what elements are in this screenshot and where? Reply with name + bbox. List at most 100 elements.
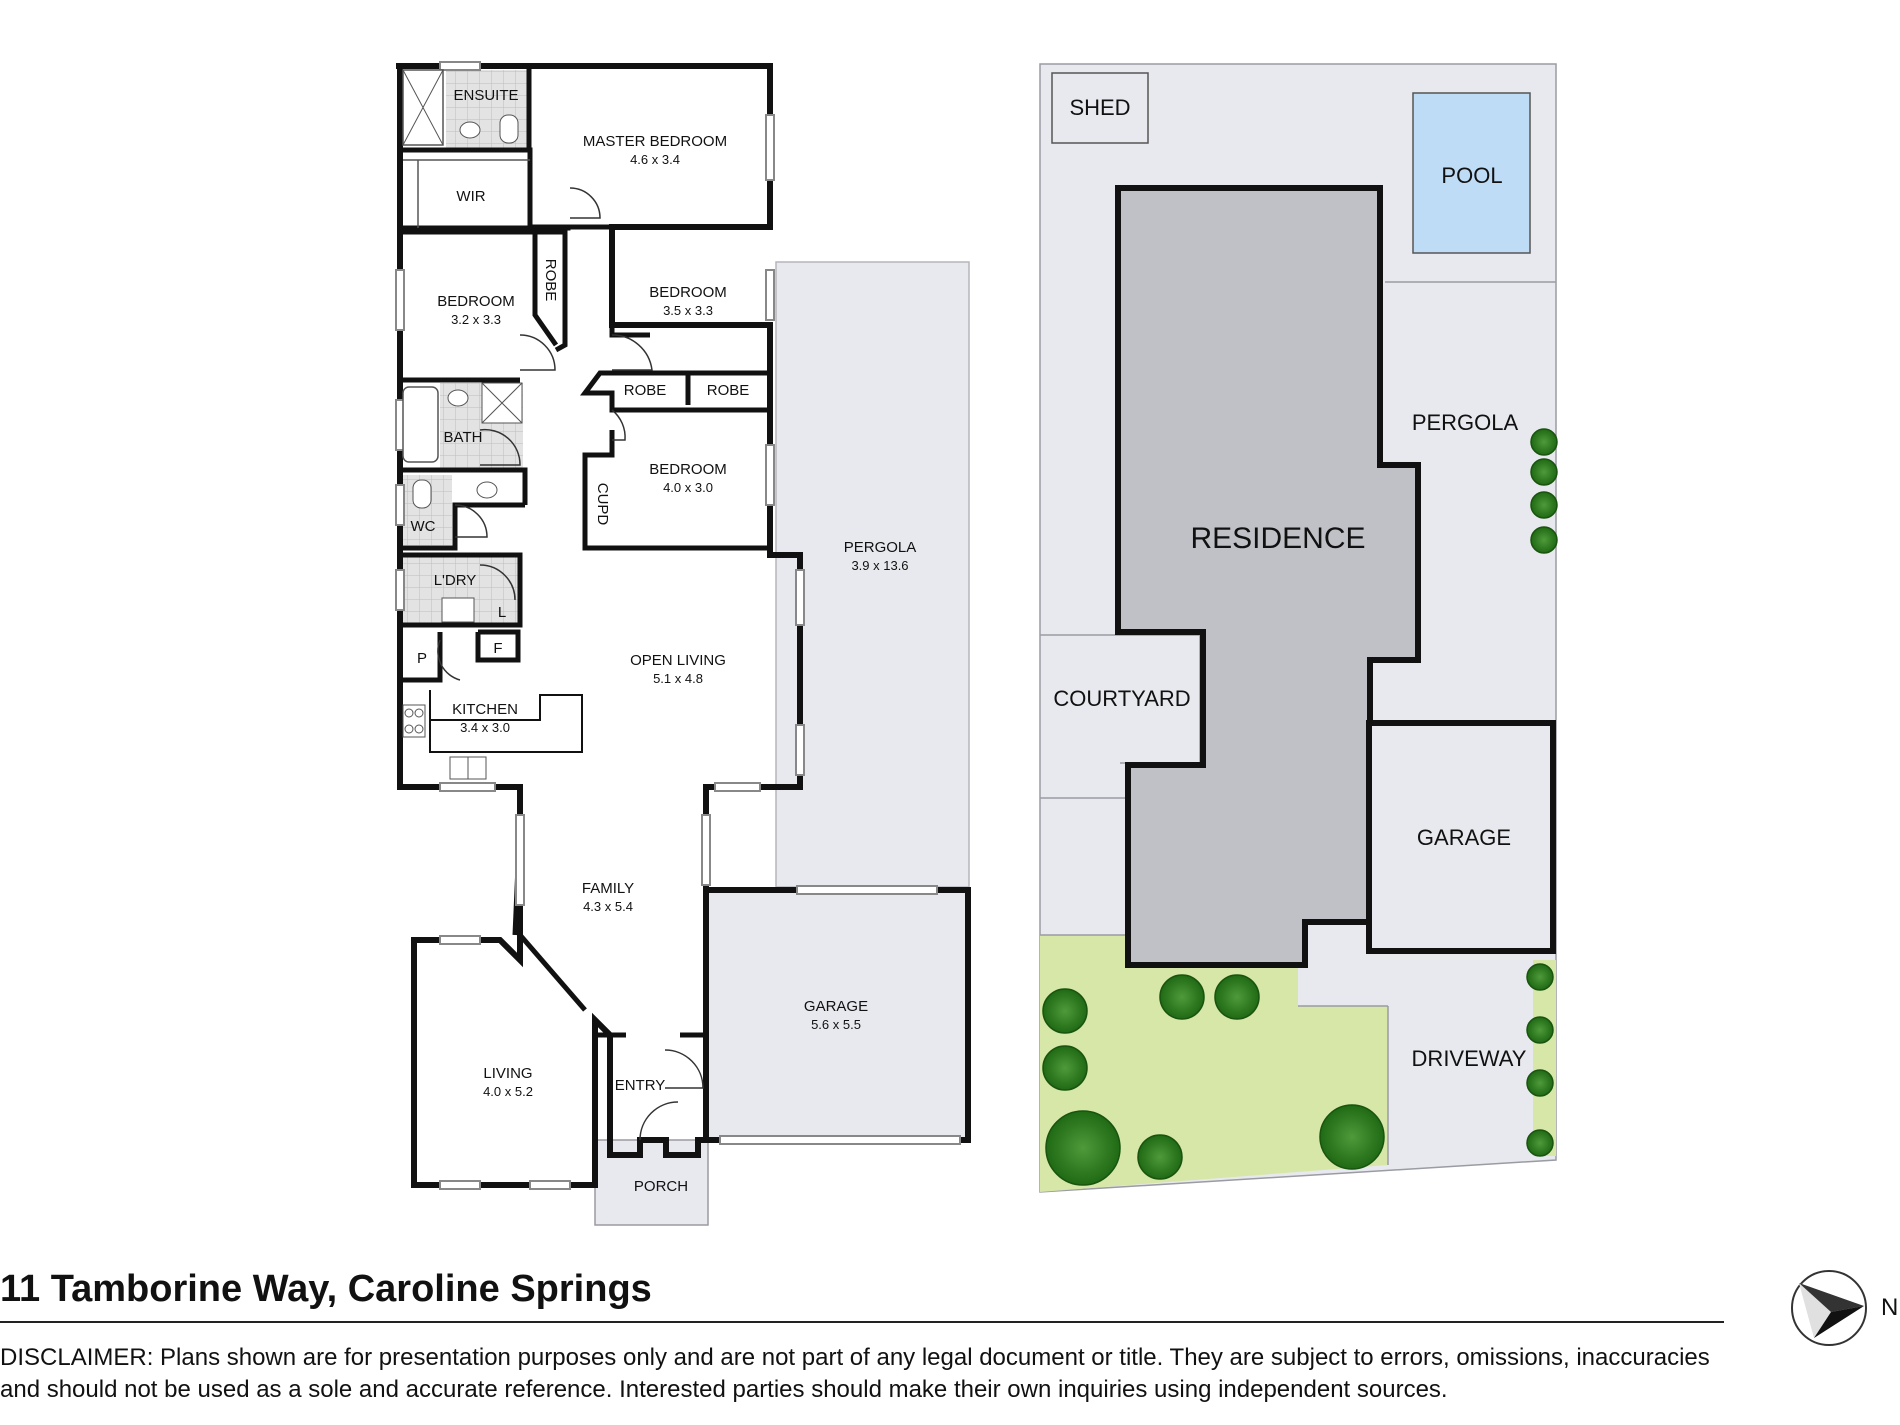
garage-area <box>706 890 968 1140</box>
fridge-wall <box>475 629 521 663</box>
living-size: 4.0 x 5.2 <box>483 1084 533 1099</box>
entry-wall <box>592 1020 626 1038</box>
door-swing <box>664 1049 704 1089</box>
bath-wall <box>400 467 528 505</box>
entry-label: ENTRY <box>615 1077 666 1094</box>
shower-cross <box>481 382 523 424</box>
driveway-label: DRIVEWAY <box>1412 1046 1527 1071</box>
courtyard-label: COURTYARD <box>1053 686 1190 711</box>
burner <box>414 708 424 718</box>
tree <box>1530 491 1558 519</box>
master-bedroom-size: 4.6 x 3.4 <box>630 152 680 167</box>
floor-and-site-plan: ENSUITE MASTER BEDROOM 4.6 x 3.4 WIR BED… <box>395 61 1558 1226</box>
window <box>795 724 805 776</box>
property-address: 11 Tamborine Way, Caroline Springs <box>0 1268 652 1310</box>
floor-plan: ENSUITE MASTER BEDROOM 4.6 x 3.4 WIR BED… <box>395 61 971 1226</box>
bedroom-1-size: 3.2 x 3.3 <box>451 312 501 327</box>
window <box>719 1135 961 1145</box>
bedroom-2-label: BEDROOM <box>649 284 727 301</box>
garage-label: GARAGE <box>804 998 868 1015</box>
pool-label: POOL <box>1441 163 1502 188</box>
bedroom-3-size: 4.0 x 3.0 <box>663 480 713 495</box>
pantry-wall <box>400 632 443 683</box>
window <box>765 444 775 506</box>
bedroom-1-label: BEDROOM <box>437 293 515 310</box>
family-label: FAMILY <box>582 880 634 897</box>
tree <box>1137 1134 1183 1180</box>
fridge-label: F <box>493 640 502 657</box>
tree <box>1530 458 1558 486</box>
cupd-label: CUPD <box>594 483 611 526</box>
window <box>765 269 775 321</box>
laundry-label: L'DRY <box>434 572 477 589</box>
door-swing <box>454 504 488 538</box>
window <box>765 114 775 181</box>
door-swing <box>569 187 601 219</box>
family-wall <box>400 784 523 936</box>
laundry-tub <box>441 597 475 623</box>
robe-left-label: ROBE <box>624 382 667 399</box>
wir-wall <box>400 225 571 231</box>
family-size: 4.3 x 5.4 <box>583 899 633 914</box>
laundry-wall <box>400 552 523 628</box>
bedroom-3-label: BEDROOM <box>649 461 727 478</box>
lawn-strip <box>1533 960 1556 1156</box>
linen-label: L <box>498 604 506 621</box>
pergola-area <box>775 261 970 888</box>
basin <box>447 389 469 407</box>
trees <box>1042 428 1558 1186</box>
robe-right-label: ROBE <box>707 382 750 399</box>
kitchen-size: 3.4 x 3.0 <box>460 720 510 735</box>
pergola-size: 3.9 x 13.6 <box>851 558 908 573</box>
pool <box>1412 92 1531 254</box>
bedroom-1-wall <box>400 229 568 353</box>
burner <box>404 724 414 734</box>
tree <box>1530 428 1558 456</box>
window <box>439 935 481 945</box>
door-swing <box>479 564 516 601</box>
living-wall <box>517 928 587 1012</box>
door-swing <box>479 428 521 466</box>
window <box>795 569 805 626</box>
window <box>701 814 711 886</box>
site-plan: SHED POOL RESIDENCE PERGOLA COURTYARD GA… <box>1039 63 1558 1193</box>
site-pergola-label: PERGOLA <box>1412 410 1519 435</box>
north-label: N <box>1881 1294 1899 1321</box>
wir-label: WIR <box>456 188 485 205</box>
ensuite-label: ENSUITE <box>453 87 518 104</box>
window <box>395 269 405 331</box>
open-living-size: 5.1 x 4.8 <box>653 671 703 686</box>
door-swing <box>519 334 556 371</box>
residence <box>1115 185 1421 968</box>
bath-label: BATH <box>444 429 483 446</box>
tree <box>1526 1016 1554 1044</box>
door-swing <box>611 409 626 441</box>
robes-wall <box>580 370 770 413</box>
tree <box>1042 988 1088 1034</box>
window <box>439 782 496 792</box>
tree <box>1526 1069 1554 1097</box>
window <box>796 885 938 895</box>
burner <box>414 724 424 734</box>
north-arrow-icon <box>1791 1270 1867 1346</box>
shower-cross <box>402 69 444 146</box>
tree <box>1530 526 1558 554</box>
toilet <box>412 479 432 509</box>
shed-label: SHED <box>1069 95 1130 120</box>
burner <box>404 708 414 718</box>
residence-label: RESIDENCE <box>1190 522 1365 555</box>
footer-divider <box>0 1321 1724 1323</box>
house-outer-wall <box>396 63 803 1188</box>
cooktop <box>402 704 426 738</box>
window <box>395 484 405 526</box>
wc-label: WC <box>411 518 436 535</box>
garage-size: 5.6 x 5.5 <box>811 1017 861 1032</box>
bedroom-3-wall <box>582 430 770 551</box>
window <box>395 569 405 611</box>
bedroom-2-wall <box>609 232 650 338</box>
door-swing <box>611 334 653 371</box>
basin <box>476 481 498 499</box>
kitchen-label: KITCHEN <box>452 701 518 718</box>
window <box>515 814 525 906</box>
porch-label: PORCH <box>634 1178 688 1195</box>
